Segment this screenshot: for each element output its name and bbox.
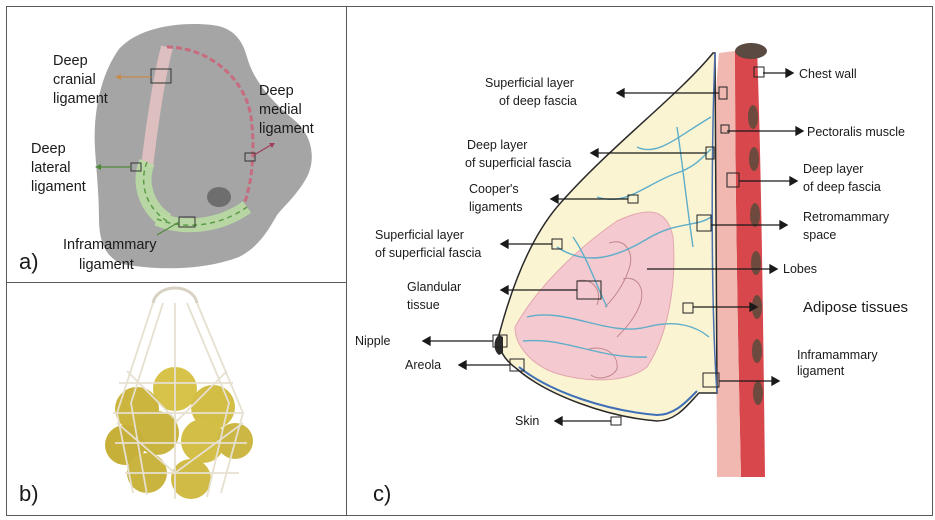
inframammary-label-1: Inframammary [63, 237, 157, 253]
superficial-superficial-fascia-label-1: Superficial layer [375, 228, 464, 242]
panel-b: b) [6, 282, 348, 516]
deep-layer-deep-fascia-label-2: of deep fascia [803, 180, 881, 194]
nipple-shadow [207, 187, 231, 207]
inframammary-label-1: Inframammary [797, 348, 878, 362]
deep-layer-deep-fascia-label-1: Deep layer [803, 162, 863, 176]
deep-cranial-label-2: cranial [53, 72, 96, 88]
chest-wall-cap [735, 43, 767, 59]
glandular-label-1: Glandular [407, 280, 461, 294]
superficial-deep-fascia-label-2: of deep fascia [499, 94, 577, 108]
pectoralis-label: Pectoralis muscle [807, 125, 905, 139]
lobes-label: Lobes [783, 262, 817, 276]
panel-a-tag: a) [19, 249, 39, 274]
deep-superficial-fascia-label-1: Deep layer [467, 138, 527, 152]
panel-c-drawing: Chest wall Pectoralis muscle Deep layer … [347, 7, 932, 515]
inframammary-label-2: ligament [797, 364, 845, 378]
retromammary-label-1: Retromammary [803, 210, 890, 224]
net-handle [153, 288, 197, 303]
deep-lateral-label-3: ligament [31, 179, 86, 195]
deep-medial-label-3: ligament [259, 121, 314, 137]
chest-wall-label: Chest wall [799, 67, 857, 81]
deep-lateral-label-1: Deep [31, 141, 66, 157]
panel-a-drawing: Deep cranial ligament Deep medial ligame… [7, 7, 347, 283]
inframammary-label-2: ligament [79, 257, 134, 273]
panel-b-drawing: b) [7, 283, 347, 515]
deep-lateral-label-2: lateral [31, 160, 71, 176]
superficial-superficial-fascia-label-2: of superficial fascia [375, 246, 481, 260]
retromammary-label-2: space [803, 228, 836, 242]
panel-b-tag: b) [19, 481, 39, 506]
nipple-label: Nipple [355, 334, 390, 348]
superficial-deep-fascia-label-1: Superficial layer [485, 76, 574, 90]
deep-cranial-label-3: ligament [53, 91, 108, 107]
deep-medial-label-1: Deep [259, 83, 294, 99]
panel-c: Chest wall Pectoralis muscle Deep layer … [346, 6, 933, 516]
breast-scan-silhouette [95, 24, 312, 268]
coopers-label-1: Cooper's [469, 182, 519, 196]
nipple [495, 335, 504, 355]
panel-c-tag: c) [373, 481, 391, 506]
panel-a: Deep cranial ligament Deep medial ligame… [6, 6, 348, 284]
areola-label: Areola [405, 358, 441, 372]
glandular-label-2: tissue [407, 298, 440, 312]
coopers-label-2: ligaments [469, 200, 523, 214]
deep-medial-label-2: medial [259, 102, 302, 118]
deep-cranial-label-1: Deep [53, 53, 88, 69]
deep-superficial-fascia-label-2: of superficial fascia [465, 156, 571, 170]
adipose-label: Adipose tissues [803, 299, 908, 316]
skin-label: Skin [515, 414, 539, 428]
